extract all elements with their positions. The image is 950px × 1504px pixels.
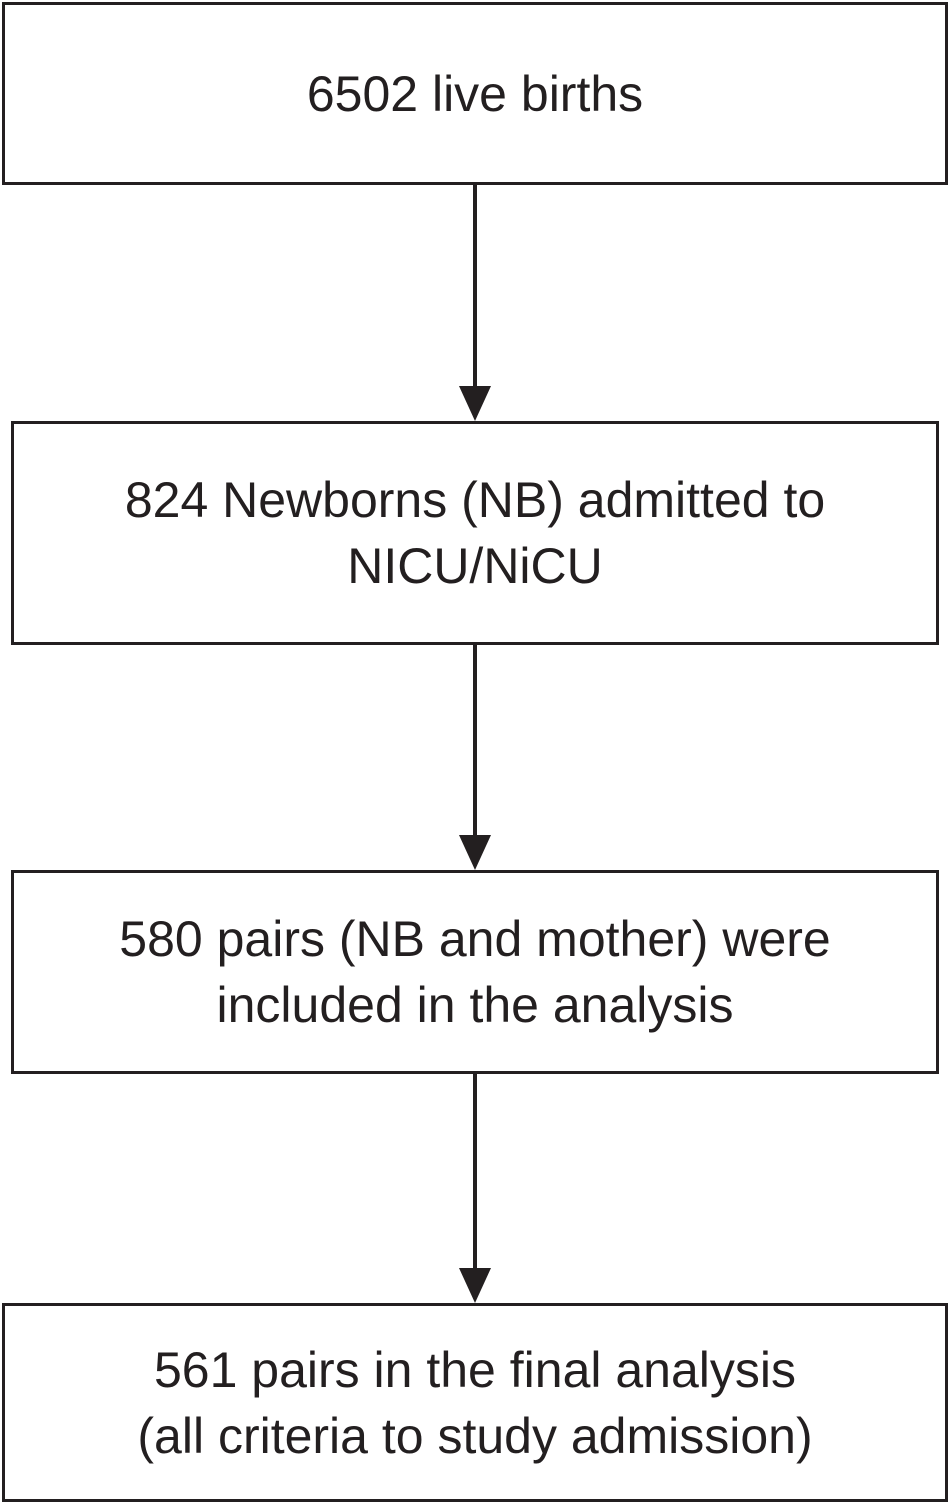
box-pairs-included: 580 pairs (NB and mother) were included …	[11, 870, 939, 1074]
box-pairs-included-line-2: included in the analysis	[216, 977, 734, 1033]
arrow-3	[459, 1074, 491, 1303]
box-newborns-admitted-line-2: NICU/NiCU	[347, 538, 603, 594]
box-live-births-line-1: 6502 live births	[306, 65, 644, 122]
box-final-analysis-line-2: (all criteria to study admission)	[137, 1407, 813, 1464]
box-newborns-admitted-line-1: 824 Newborns (NB) admitted to	[124, 472, 826, 528]
box-final-analysis-line-1: 561 pairs in the final analysis	[153, 1341, 797, 1398]
arrow-2	[459, 645, 491, 870]
box-newborns-admitted: 824 Newborns (NB) admitted to NICU/NiCU	[11, 421, 939, 645]
box-pairs-included-line-1: 580 pairs (NB and mother) were	[119, 911, 831, 967]
box-final-analysis: 561 pairs in the final analysis (all cri…	[2, 1303, 948, 1502]
box-live-births: 6502 live births	[2, 2, 948, 185]
arrow-1	[459, 185, 491, 421]
